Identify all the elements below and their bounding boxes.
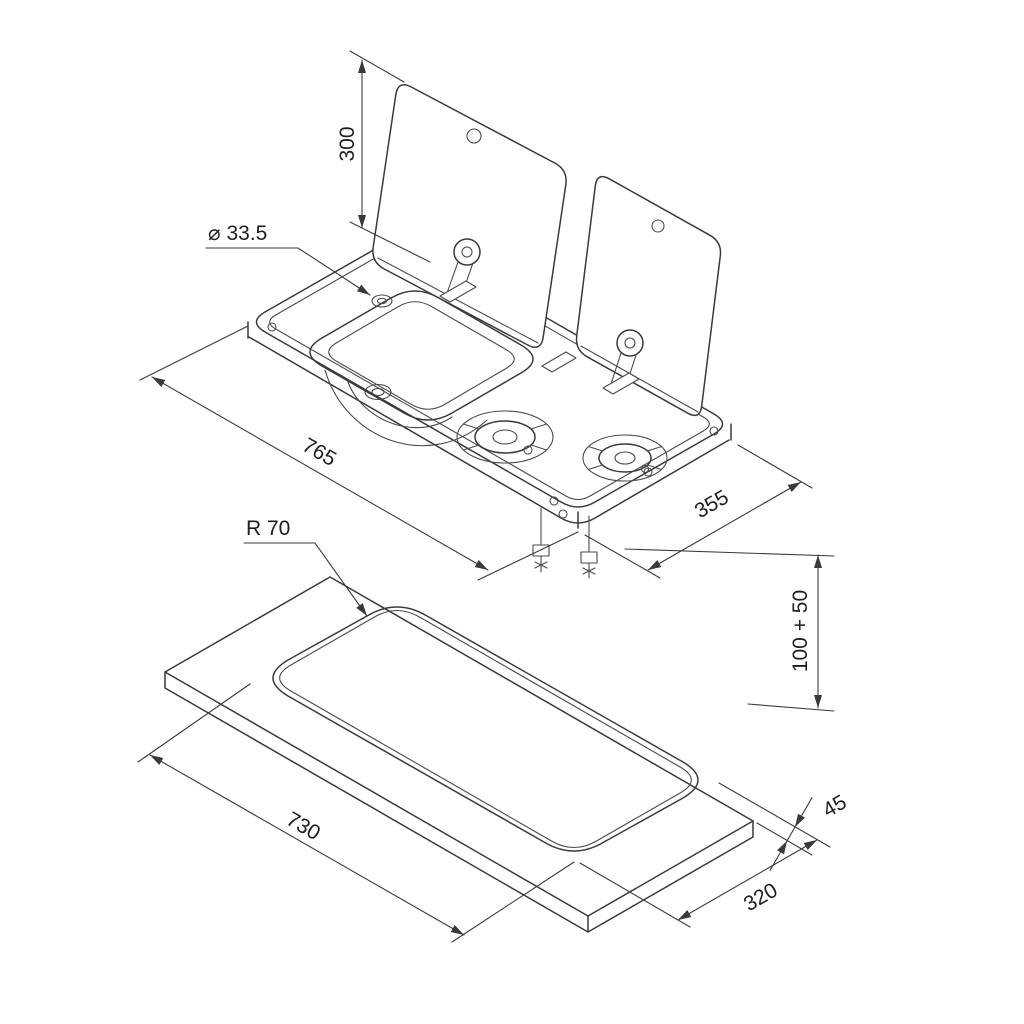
dim-unit-length-label: 765 (298, 434, 340, 471)
glass-lid-left (372, 84, 567, 348)
hinges (439, 238, 644, 395)
cutout-inner-edge (279, 609, 692, 849)
sink-depth-curve-2 (347, 381, 453, 429)
unit-side-faces (247, 321, 732, 529)
sink-depth-curve-1 (324, 369, 488, 447)
lid-right-hole (651, 219, 665, 233)
dimension-cutout-width: 320 (579, 782, 831, 928)
glass-lid-left-edge (377, 257, 539, 344)
glass-lid-right (575, 175, 722, 417)
dim-unit-depth-label: 355 (691, 486, 733, 523)
dimension-lid-height: 300 (336, 50, 431, 263)
burner-1 (456, 410, 554, 464)
drain-hole-inner (371, 387, 385, 397)
drain-hole (364, 383, 392, 401)
dim-lid-height-label: 300 (336, 126, 359, 161)
sink-bowl (309, 290, 534, 447)
dimension-cutout-length: 730 (137, 683, 575, 943)
cutout-template (164, 576, 754, 933)
hinge-center-bracket (541, 351, 577, 373)
worktop-outline (164, 576, 754, 917)
dim-corner-radius-label: R 70 (246, 517, 290, 540)
dim-unit-height-label: 100 + 50 (789, 590, 812, 672)
sink-inner-rim (328, 301, 515, 410)
lid-left-hole (466, 128, 482, 144)
hinge-right (602, 329, 644, 395)
worktop-thickness (164, 671, 754, 933)
burner-2 (582, 434, 668, 482)
underside-connections (532, 507, 598, 579)
hinge-left (439, 238, 481, 303)
tap-hole (371, 294, 393, 308)
dimension-unit-height: 100 + 50 (624, 548, 835, 712)
sink-outer-rim (309, 290, 534, 421)
glass-lids (372, 84, 722, 417)
callout-hole-diameter: ⌀ 33.5 (205, 222, 371, 296)
dim-cutout-length-label: 730 (282, 808, 324, 845)
dim-cutout-width-label: 320 (740, 879, 782, 916)
cutout-outline (272, 606, 699, 852)
rim-screws (267, 322, 719, 506)
dim-hole-diameter-label: ⌀ 33.5 (208, 222, 267, 245)
dimension-cutout-offset: 45 (756, 791, 851, 871)
dimension-unit-depth: 355 (584, 444, 813, 579)
dim-cutout-offset-label: 45 (819, 791, 851, 823)
callout-corner-radius: R 70 (243, 517, 368, 617)
